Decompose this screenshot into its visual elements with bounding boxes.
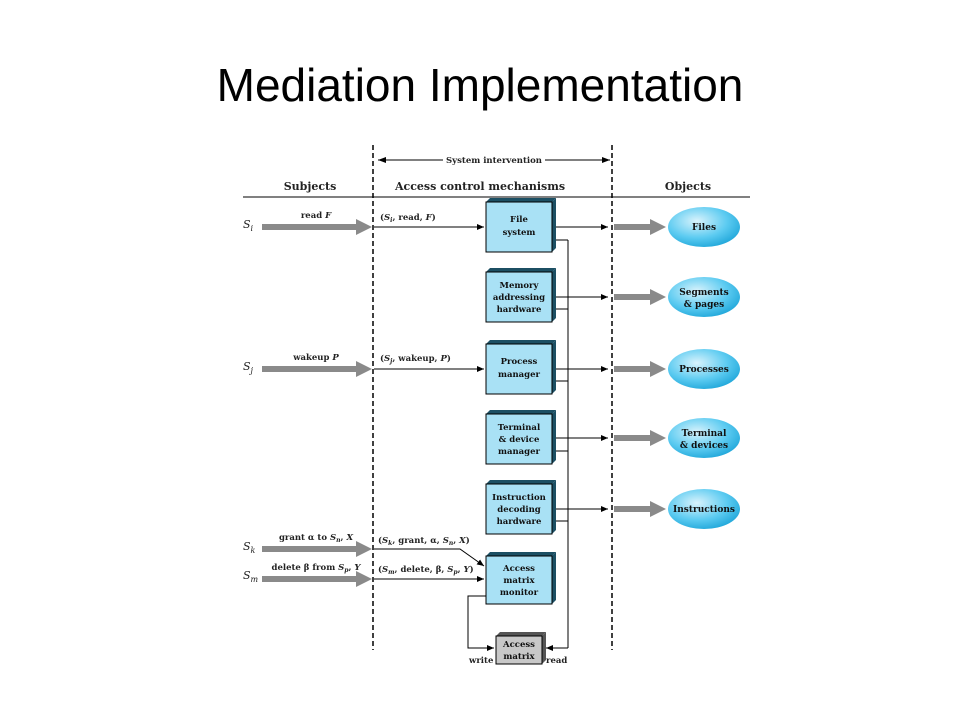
message-grant: (Sk, grant, α, Sn, X) (378, 535, 470, 547)
slide-title: Mediation Implementation (216, 59, 744, 111)
file-system-box: File system (485, 198, 556, 253)
header-objects: Objects (665, 180, 711, 193)
object-terminal-line1: Terminal (682, 429, 727, 439)
message-read: (Si, read, F) (380, 212, 436, 224)
grant-request-arrow (262, 541, 372, 557)
terminal-line1: Terminal (498, 423, 541, 433)
terminal-line3: manager (498, 447, 541, 457)
request-delete-label: delete β from Sp, Y (272, 563, 362, 574)
system-intervention-label: System intervention (446, 156, 542, 166)
instruction-line2: decoding (497, 505, 541, 515)
file-system-line1: File (510, 215, 528, 225)
header-access-control: Access control mechanisms (394, 180, 565, 193)
access-matrix-box: Access matrix (495, 632, 546, 665)
header-subjects: Subjects (284, 180, 337, 193)
object-terminal-devices: Terminal & devices (668, 418, 740, 458)
object-instructions: Instructions (668, 489, 740, 529)
process-line2: manager (498, 370, 541, 380)
object-processes: Processes (668, 349, 740, 389)
object-terminal-line2: & devices (680, 441, 728, 451)
grant-message-arrow (374, 548, 485, 567)
memory-hardware-box: Memory addressing hardware (485, 268, 556, 323)
object-ellipses: Files Segments & pages Processes Termina… (668, 207, 740, 529)
mechanism-boxes: File system Memory addressing hardware P… (485, 198, 556, 605)
memory-line2: addressing (493, 293, 545, 303)
request-read-label: read F (301, 211, 332, 221)
object-access-arrows (614, 219, 666, 517)
instruction-line1: Instruction (492, 493, 546, 503)
read-request-arrow (262, 219, 372, 235)
file-system-line2: system (503, 228, 536, 238)
object-segments-line1: Segments (679, 288, 729, 298)
object-processes-label: Processes (679, 365, 729, 375)
object-segments-pages: Segments & pages (668, 277, 740, 317)
object-files: Files (668, 207, 740, 247)
memory-line3: hardware (497, 305, 542, 315)
wakeup-request-arrow (262, 361, 372, 377)
subject-request-arrows (262, 219, 372, 587)
subject-si: Si (243, 218, 254, 233)
object-files-label: Files (692, 223, 716, 233)
monitor-line2: matrix (503, 576, 535, 586)
subject-sj: Sj (243, 360, 254, 375)
subject-sm: Sm (243, 569, 259, 584)
matrix-line2: matrix (503, 652, 535, 662)
delete-request-arrow (262, 571, 372, 587)
matrix-line1: Access (502, 640, 535, 650)
system-intervention-bracket: System intervention (378, 156, 610, 166)
read-label: read (546, 656, 567, 666)
terminal-line2: & device (499, 435, 540, 445)
request-grant-label: grant α to Sn, X (279, 533, 354, 544)
monitor-line3: monitor (500, 588, 539, 598)
request-wakeup-label: wakeup P (292, 353, 339, 363)
memory-line1: Memory (500, 281, 540, 291)
message-delete: (Sm, delete, β, Sp, Y) (378, 564, 474, 576)
message-wakeup: (Sj, wakeup, P) (380, 353, 451, 365)
write-label: write (468, 656, 494, 666)
access-matrix-monitor-box: Access matrix monitor (485, 552, 556, 605)
monitor-line1: Access (502, 564, 535, 574)
object-segments-line2: & pages (684, 300, 724, 310)
instruction-line3: hardware (497, 517, 542, 527)
object-instructions-label: Instructions (673, 505, 735, 515)
box-output-arrows (552, 224, 608, 512)
process-manager-box: Process manager (485, 340, 556, 395)
subject-sk: Sk (243, 540, 256, 555)
process-line1: Process (501, 357, 538, 367)
terminal-manager-box: Terminal & device manager (485, 410, 556, 465)
instruction-hardware-box: Instruction decoding hardware (485, 480, 556, 535)
write-loop-arrow (467, 595, 494, 651)
